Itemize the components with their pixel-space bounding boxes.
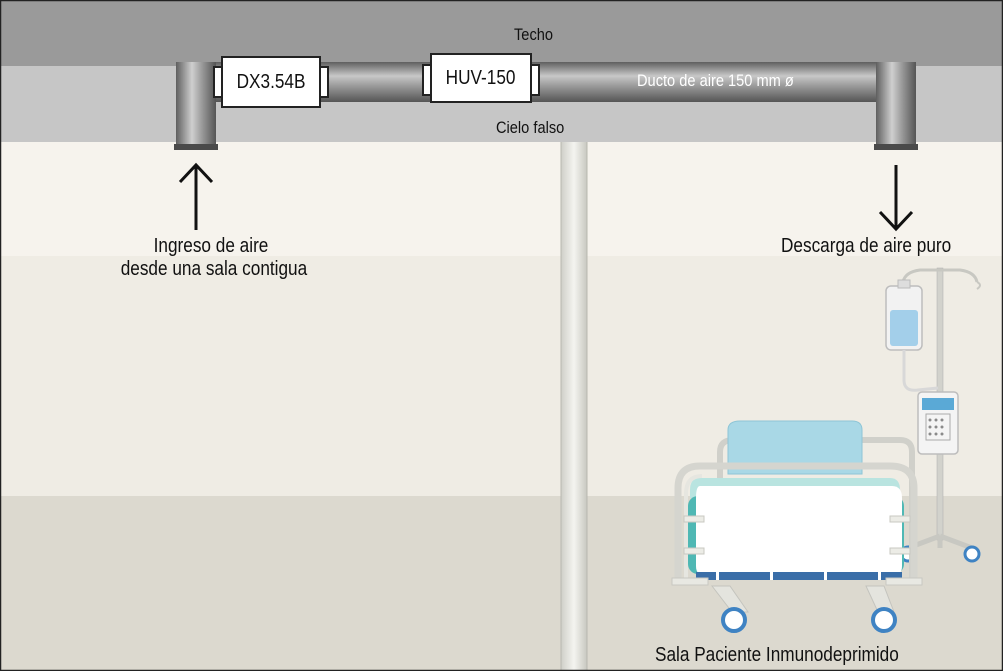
unit-dx354b-box: DX3.54B [221,56,321,108]
roof-label: Techo [514,25,554,44]
discharge-label: Descarga de aire puro [781,235,952,257]
intake-arrow [178,162,214,230]
discharge-arrow [878,165,914,232]
intake-label: Ingreso de aire desde una sala contigua [106,235,316,281]
false-ceiling-label: Cielo falso [496,118,565,137]
room-label: Sala Paciente Inmunodeprimido [655,644,899,666]
unit2-clamp-right [530,64,540,96]
unit1-clamp-right [319,66,329,98]
hospital-bed [671,420,923,633]
iv-stand [885,267,981,563]
intake-label-line1: Ingreso de aire [153,235,269,257]
discharge-drop-duct [876,62,916,150]
intake-label-line2: desde una sala contigua [120,258,308,280]
unit-huv150-box: HUV-150 [430,53,532,103]
duct-label: Ducto de aire 150 mm ø [637,71,794,90]
wall-upper [0,142,1003,256]
unit-huv150-label: HUV-150 [446,66,516,89]
unit-dx354b-label: DX3.54B [236,70,306,93]
air-duct [176,62,916,102]
partition-wall [561,142,587,671]
